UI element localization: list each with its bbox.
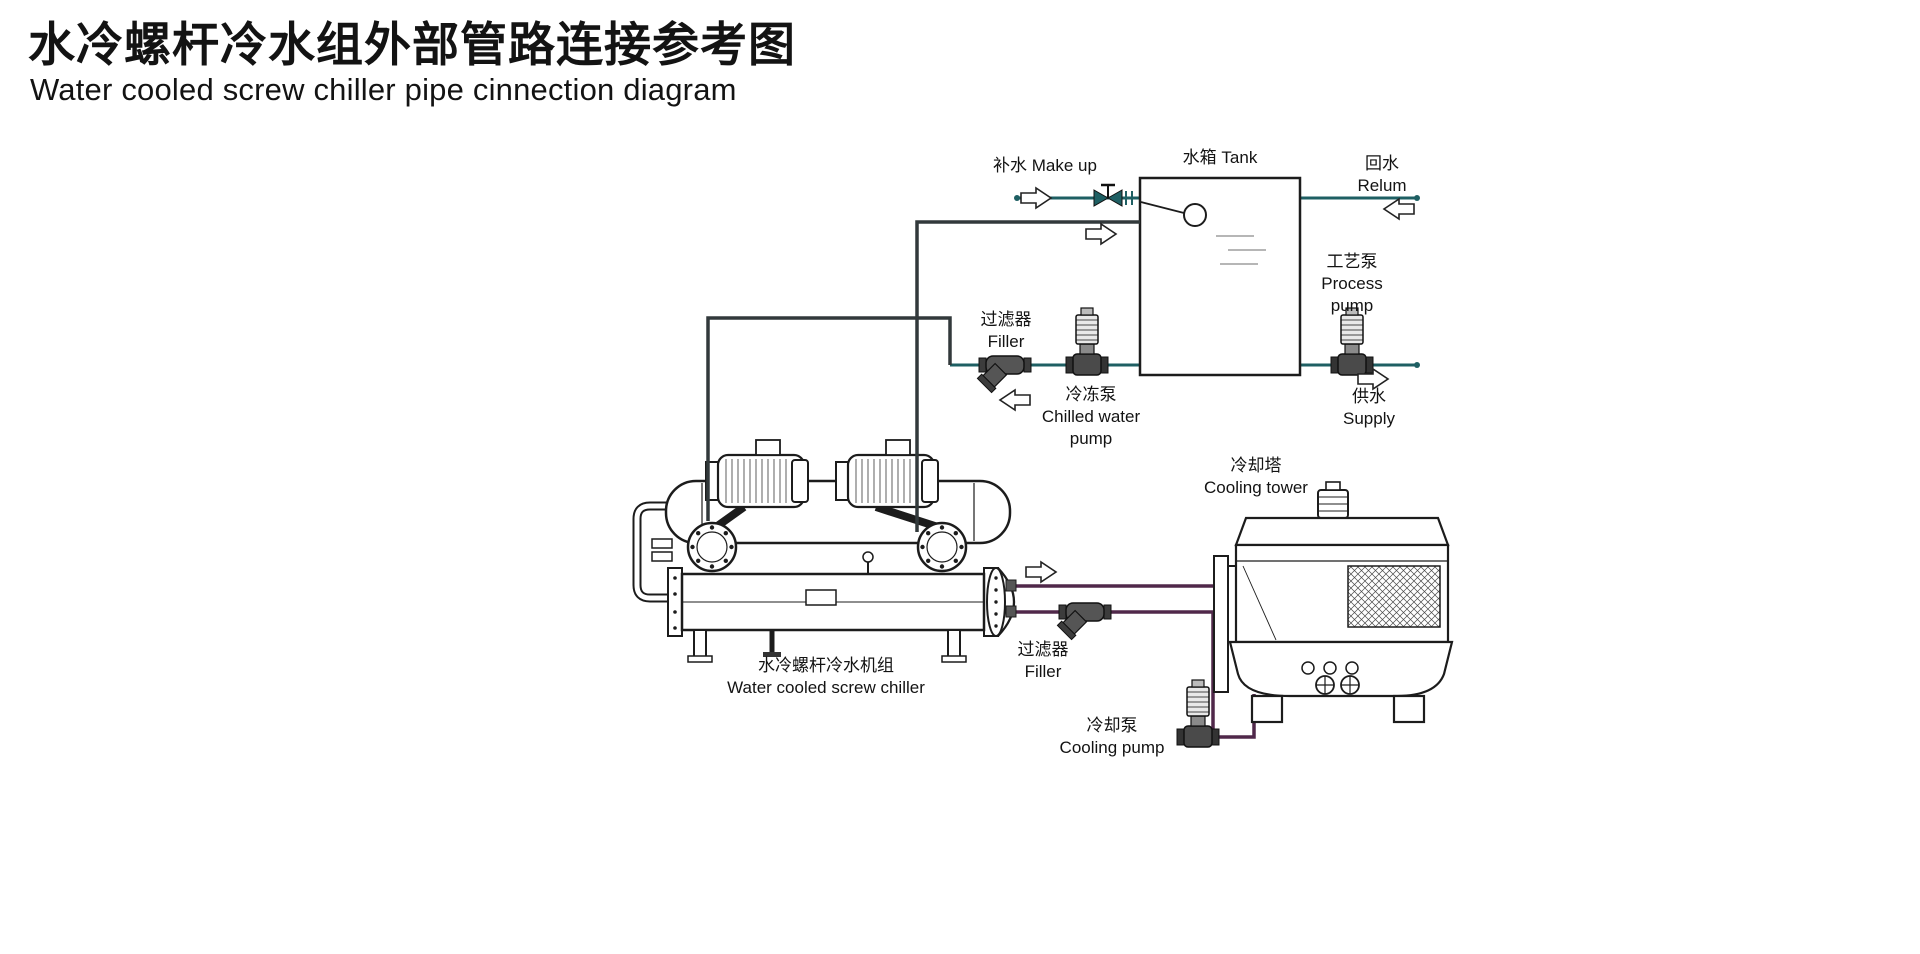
chilled-water-pump	[1065, 307, 1109, 376]
tower-riser-pipe	[1213, 555, 1229, 693]
return-label: 回水 Relum	[1357, 154, 1407, 196]
tower-basin	[1228, 640, 1454, 698]
basin-outlet-icon	[1340, 675, 1360, 695]
flange-1-icon	[686, 521, 738, 573]
chiller-unit	[632, 439, 1017, 663]
return-flow-arrow	[1383, 198, 1415, 220]
fan-motor-icon	[1317, 481, 1349, 519]
tank-label: 水箱 Tank	[1182, 148, 1258, 167]
tower-leg	[1392, 694, 1426, 724]
flange-2-icon	[916, 521, 968, 573]
chilled-filter-label: 过滤器 Filler	[980, 310, 1032, 352]
chilled-loop-pipes	[706, 220, 1140, 532]
fill-media-hatch	[1347, 565, 1441, 628]
tower-leg	[1250, 694, 1284, 724]
compressor-1	[705, 439, 809, 509]
makeup-label: 补水 Make up	[993, 156, 1097, 175]
cooling-hot-flow-arrow	[1025, 561, 1057, 583]
process-pump	[1330, 307, 1374, 376]
makeup-flow-arrow	[1020, 187, 1052, 209]
cooling-pump-label: 冷却泵 Cooling pump	[1059, 716, 1165, 758]
chiller-label: 水冷螺杆冷水机组 Water cooled screw chiller	[727, 656, 925, 698]
float-ball-icon	[1183, 203, 1207, 227]
chilled-filter-strainer	[976, 355, 1032, 394]
water-tank	[1138, 176, 1302, 377]
makeup-valve-icon	[1093, 183, 1123, 207]
tank-inlet-flow-arrow	[1085, 223, 1117, 245]
supply-label: 供水 Supply	[1343, 387, 1395, 429]
cooling-filter-label: 过滤器 Filler	[1017, 640, 1069, 682]
page-subtitle: Water cooled screw chiller pipe cinnecti…	[30, 72, 737, 107]
chilled-pump-label: 冷冻泵 Chilled water pump	[1041, 385, 1141, 449]
page-title: 水冷螺杆冷水组外部管路连接参考图	[28, 18, 796, 71]
pipe-end-dot	[1014, 195, 1020, 201]
pipe-end-dot	[1414, 195, 1420, 201]
pipe-end-dot	[1414, 362, 1420, 368]
basin-outlet-icon	[1315, 675, 1335, 695]
cooling-filter-strainer	[1056, 602, 1112, 641]
cooling-tower	[1213, 481, 1454, 724]
compressor-2	[835, 439, 939, 509]
chilled-flow-arrow	[999, 389, 1031, 411]
nameplate	[805, 589, 837, 606]
process-pump-label: 工艺泵 Process pump	[1321, 252, 1383, 316]
cooling-tower-label: 冷却塔 Cooling tower	[1204, 456, 1308, 498]
